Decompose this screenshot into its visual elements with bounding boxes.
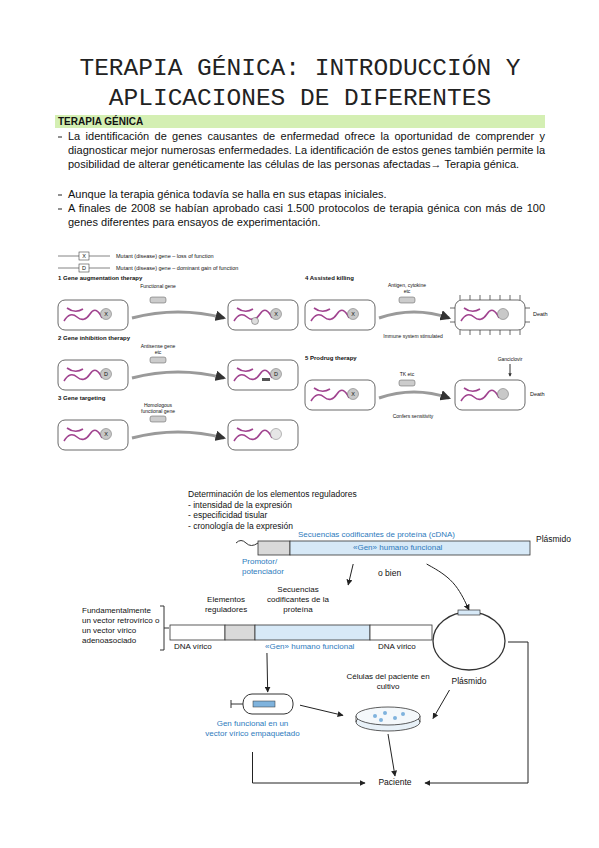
gene-element [150,297,415,422]
gene-symbol: X [79,253,89,260]
panel-heading: 5 Prodrug therapy [305,355,357,362]
viral-construct: Elementos reguladores Secuencias codifica… [170,585,432,653]
gene-blob [101,309,509,440]
alternative-label: o bien [378,568,401,578]
flow-arrow [266,653,268,692]
bracket [160,606,169,650]
segment-label: Elementos reguladores [200,595,252,615]
gene-construct: Secuencias codificantes de proteína (cDN… [258,530,530,564]
flow-arrow [427,564,469,610]
segment-label: Secuencias codificantes de la proteína [262,585,334,615]
repaired-gene [271,429,282,440]
part-label: Plásmido [430,676,508,686]
gene-symbol: X [348,391,358,398]
drug-label: Ganciclovir [490,356,530,362]
flow-arrow [433,690,450,719]
note-heading: Determinación de los elementos regulador… [188,489,357,499]
gene-symbol: D [271,371,281,378]
panel-heading: 3 Gene targeting [58,395,105,402]
bullet-dash [58,137,62,209]
cell [58,300,128,330]
element-label: Antigen, cytokine etc [387,282,427,294]
patient-label: Paciente [365,777,425,787]
segment-label: DNA vírico [174,642,212,652]
bullet-text: Aunque la terapia génica todavía se hall… [68,187,545,201]
cell [305,300,375,330]
antisense-product [262,378,270,381]
flow-arrow [300,705,343,715]
gene-label: «Gen» humano funcional [265,642,354,652]
element-label: TK etc [392,371,422,377]
plasmid-dna [236,541,258,546]
page-title: TERAPIA GÉNICA: INTRODUCCIÓN Y APLICACIO… [60,54,540,114]
outcome-label: Death [530,391,545,398]
cell [58,360,128,390]
cell [305,380,375,410]
element-label: Functional gene [140,283,176,289]
packaged-vector: Gen funcional en un vector vírico empaqu… [205,692,300,752]
legend-text: Mutant (disease) gene – loss of function [116,253,214,260]
panel-heading: 2 Gene inhibition therapy [58,335,130,342]
cell [455,380,525,410]
panel-heading: 1 Gene augmentation therapy [58,275,142,282]
patient-box: Paciente [365,776,425,790]
effect-label: Immune system stimulated [378,333,448,339]
cell [58,420,128,450]
element-label: Antisense gene etc [140,343,176,355]
outcome-label: Death [533,311,548,318]
flow-arrow [253,752,366,783]
note-item: - cronología de la expresión [188,521,293,531]
heading-highlight [55,115,545,128]
cell [228,300,298,330]
note-item: - intensidad de la expresión [188,500,292,510]
note-item: - especificidad tisular [188,510,267,520]
culture-dish: Células del paciente en cultivo [343,672,433,734]
therapy-arrow [132,312,449,438]
vector-label: Gen funcional en un vector vírico empaqu… [205,719,300,739]
cell [228,360,298,390]
segment-label: Promotor/ potenciador [242,557,286,576]
dish-label: Células del paciente en cultivo [343,672,433,692]
immune-spikes [450,295,530,335]
gene-label: «Gen» humano funcional [353,543,442,553]
bullet-text: A finales de 2008 se habían aprobado cas… [68,201,545,229]
section-heading: TERAPIA GÉNICA [58,116,143,128]
bullet-text: La identificación de genes causantes de … [68,129,545,171]
gene-symbol: D [101,371,111,378]
flow-arrow [348,564,353,585]
gene-symbol: X [101,311,111,318]
legend-text: Mutant (disease) gene – dominant gain of… [116,265,238,272]
gene-symbol: D [79,265,89,272]
panel-heading: 4 Assisted killing [305,275,354,282]
gene-symbol: X [348,311,358,318]
legend-gene-box [79,264,89,272]
drug-arrow [510,364,511,376]
flow-arrow [388,734,395,776]
gene-symbol: X [271,311,281,318]
legend-gene-box [79,252,89,260]
vector-note: Fundamentalmente un vector retrovírico o… [82,606,160,646]
cell [455,300,525,330]
culture-dish-shape [343,672,433,734]
element-label: Homologous functional gene [136,402,180,414]
plasmid-circle: Plásmido [430,610,508,690]
segment-label: DNA vírico [378,642,416,652]
flow-arrow [425,642,528,783]
effect-label: Confers sensitivity [378,413,448,419]
functional-gene [252,318,259,325]
part-label: Plásmido [536,534,571,544]
cell [228,420,298,450]
segment-label: Secuencias codificantes de proteína (cDN… [298,530,455,540]
gene-symbol: X [101,431,111,438]
